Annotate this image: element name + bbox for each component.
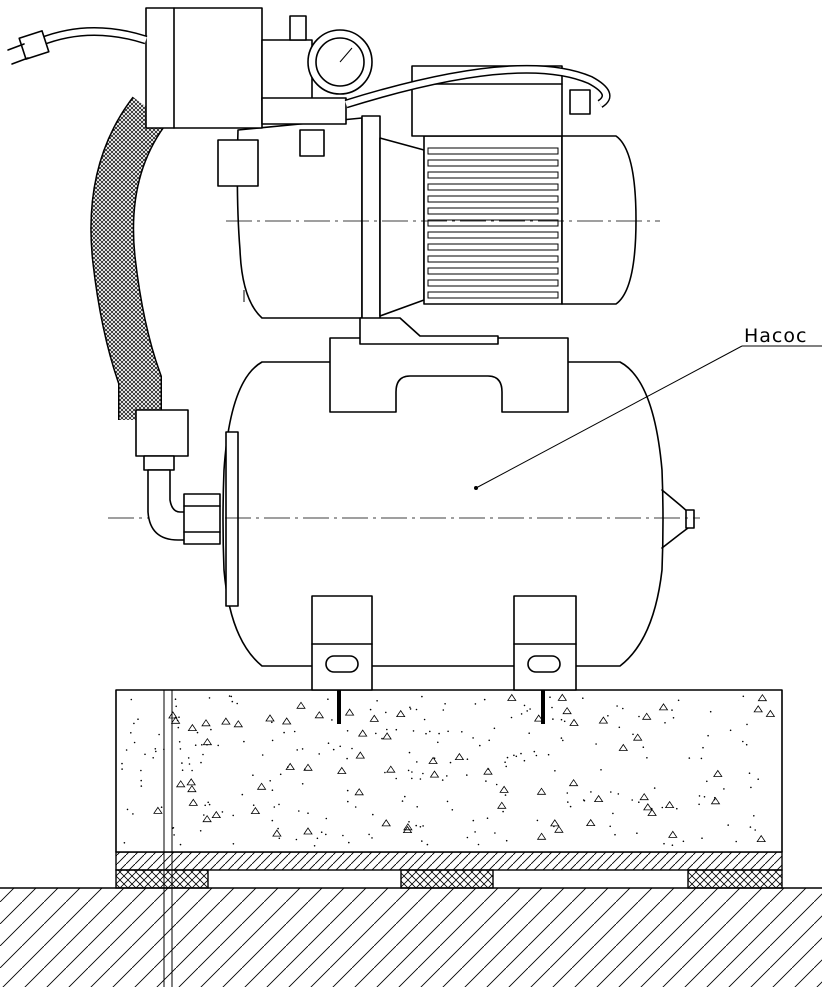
pump-housing [217, 115, 499, 345]
pump-callout: Насос [474, 325, 822, 490]
pressure-switch [145, 7, 347, 129]
pump-label: Насос [744, 325, 807, 347]
power-plug [7, 30, 50, 65]
motor [226, 65, 660, 317]
anchor-bolts [337, 690, 545, 724]
pressure-gauge [307, 29, 373, 95]
pressure-tank [108, 337, 700, 691]
power-cable [38, 26, 611, 109]
concrete-foundation [115, 689, 783, 987]
base-layers [115, 851, 783, 889]
soil-ground [0, 887, 822, 987]
flexible-hose [90, 96, 221, 545]
